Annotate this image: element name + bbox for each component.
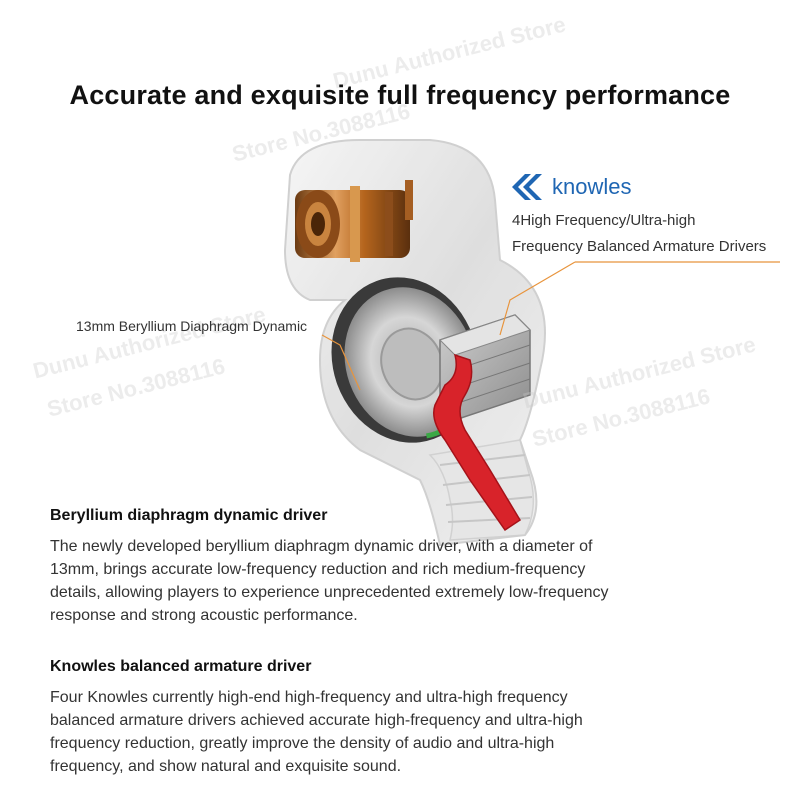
- knowles-brand-name: knowles: [552, 174, 632, 199]
- knowles-caption-line1: 4High Frequency/Ultra-high: [512, 212, 696, 229]
- knowles-caption-line2: Frequency Balanced Armature Drivers: [512, 238, 767, 255]
- body-line: The newly developed beryllium diaphragm …: [50, 538, 593, 555]
- body-line: frequency reduction, greatly improve the…: [50, 735, 555, 752]
- balanced-armature-block: [439, 314, 531, 421]
- body-line: details, allowing players to experience …: [50, 584, 609, 601]
- section-heading-knowles: Knowles balanced armature driver: [50, 658, 312, 675]
- knowles-logo-icon: [512, 174, 542, 200]
- page-title: Accurate and exquisite full frequency pe…: [69, 80, 731, 110]
- knowles-brand: knowles: [512, 173, 631, 201]
- body-line: Four Knowles currently high-end high-fre…: [50, 689, 568, 706]
- body-line: response and strong acoustic performance…: [50, 607, 358, 624]
- body-line: balanced armature drivers achieved accur…: [50, 712, 583, 729]
- mmcx-connector: [295, 180, 413, 262]
- section-heading-beryllium: Beryllium diaphragm dynamic driver: [50, 507, 328, 524]
- section-body-beryllium: The newly developed beryllium diaphragm …: [50, 535, 710, 627]
- dynamic-driver-caption: 13mm Beryllium Diaphragm Dynamic: [76, 318, 308, 334]
- sound-tube: [433, 353, 522, 532]
- body-line: 13mm, brings accurate low-frequency redu…: [50, 561, 586, 578]
- body-line: frequency, and show natural and exquisit…: [50, 758, 402, 775]
- callout-lines: [321, 261, 780, 391]
- section-body-knowles: Four Knowles currently high-end high-fre…: [50, 686, 750, 778]
